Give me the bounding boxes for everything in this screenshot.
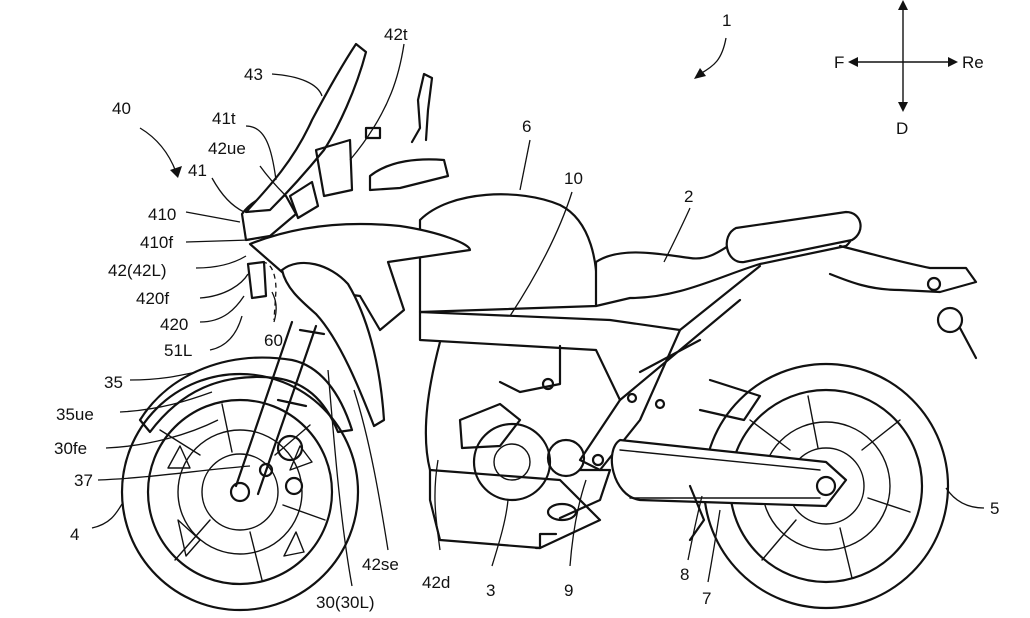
- label-30-30L: 30(30L): [316, 593, 375, 612]
- label-5: 5: [990, 499, 999, 518]
- compass-up-label: U: [896, 0, 908, 2]
- swing-arm: [591, 438, 848, 542]
- label-42t: 42t: [384, 25, 408, 44]
- front-wheel: [120, 372, 360, 612]
- label-9: 9: [564, 581, 573, 600]
- label-10: 10: [564, 169, 583, 188]
- ref-arrow: [699, 37, 727, 75]
- label-35: 35: [104, 373, 123, 392]
- side-cowl: [280, 261, 386, 428]
- label-4: 4: [70, 525, 79, 544]
- label-2: 2: [684, 187, 693, 206]
- handlebar: [314, 72, 450, 198]
- label-42d: 42d: [422, 573, 450, 592]
- label-41: 41: [188, 161, 207, 180]
- label-420: 420: [160, 315, 188, 334]
- label-40: 40: [112, 99, 131, 118]
- label-41t: 41t: [212, 109, 236, 128]
- label-30fe: 30fe: [54, 439, 87, 458]
- label-7: 7: [702, 589, 711, 608]
- label-60: 60: [264, 331, 283, 350]
- front-fork: [234, 320, 326, 496]
- front-cowl: [248, 222, 472, 332]
- label-42ue: 42ue: [208, 139, 246, 158]
- label-35ue: 35ue: [56, 405, 94, 424]
- label-42-42L: 42(42L): [108, 261, 167, 280]
- compass-labels: U D F Re: [834, 0, 984, 138]
- compass-down-label: D: [896, 119, 908, 138]
- direction-compass: [848, 0, 958, 112]
- reference-labels: 1 43 42t 40 41t 42ue 41 410 410f 42(42L)…: [54, 11, 999, 612]
- label-37: 37: [74, 471, 93, 490]
- windscreen: [244, 42, 368, 214]
- label-3: 3: [486, 581, 495, 600]
- label-8: 8: [680, 565, 689, 584]
- engine: [428, 402, 602, 550]
- label-410: 410: [148, 205, 176, 224]
- label-43: 43: [244, 65, 263, 84]
- label-6: 6: [522, 117, 531, 136]
- tail-section: [828, 244, 978, 294]
- label-42se: 42se: [362, 555, 399, 574]
- label-1: 1: [722, 11, 731, 30]
- compass-front-label: F: [834, 53, 844, 72]
- tail-seat: [725, 210, 862, 264]
- label-410f: 410f: [140, 233, 173, 252]
- footrest-bracket: [558, 378, 762, 520]
- leader-lines: [91, 43, 985, 587]
- frame: [418, 264, 762, 472]
- compass-rear-label: Re: [962, 53, 984, 72]
- label-420f: 420f: [136, 289, 169, 308]
- label-51L: 51L: [164, 341, 192, 360]
- front-fender: [138, 356, 354, 434]
